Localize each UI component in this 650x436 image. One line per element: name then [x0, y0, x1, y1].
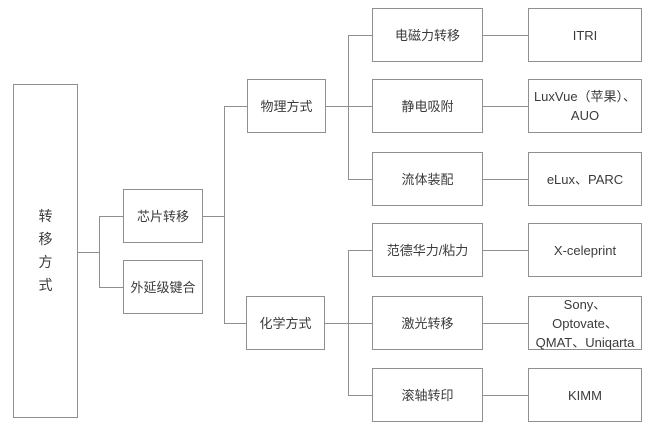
connector-line [224, 323, 246, 324]
connector-line [483, 35, 528, 36]
node-label: eLux、PARC [546, 171, 624, 187]
node-company-kimm: KIMM [528, 368, 642, 422]
connector-line [224, 106, 247, 107]
node-root-transfer-method: 转移方式 [13, 84, 78, 418]
node-chemical-method: 化学方式 [246, 296, 325, 350]
connector-line [326, 106, 372, 107]
node-physical-method: 物理方式 [247, 79, 326, 133]
node-label: 转移方式 [38, 208, 53, 293]
node-label: LuxVue（苹果）、 AUO [533, 89, 637, 123]
node-electrostatic-adsorption: 静电吸附 [372, 79, 483, 133]
node-electromagnetic-transfer: 电磁力转移 [372, 8, 483, 62]
node-label: X-celeprint [553, 242, 617, 258]
node-laser-transfer: 激光转移 [372, 296, 483, 350]
node-label: 滚轴转印 [401, 387, 454, 403]
node-company-elux-parc: eLux、PARC [528, 152, 642, 206]
node-company-x-celeprint: X-celeprint [528, 223, 642, 277]
connector-line [348, 250, 349, 396]
connector-line [348, 250, 372, 251]
node-chip-transfer: 芯片转移 [123, 189, 203, 243]
connector-line [203, 216, 224, 217]
connector-line [483, 106, 528, 107]
node-label: 芯片转移 [136, 208, 189, 224]
node-label: 化学方式 [259, 315, 312, 331]
node-label: ITRI [572, 27, 598, 43]
connector-line [483, 395, 528, 396]
node-label: 流体装配 [401, 171, 454, 187]
connector-line [483, 323, 528, 324]
node-label: 激光转移 [401, 315, 454, 331]
node-label: KIMM [568, 387, 602, 403]
connector-line [348, 395, 372, 396]
node-label: 外延级键合 [130, 279, 196, 295]
connector-line [348, 179, 372, 180]
node-roller-transfer: 滚轴转印 [372, 368, 483, 422]
connector-line [483, 250, 528, 251]
connector-line [99, 287, 123, 288]
connector-line [78, 252, 99, 253]
node-company-itri: ITRI [528, 8, 642, 62]
node-epitaxial-bonding: 外延级键合 [123, 260, 203, 314]
connector-line [99, 216, 100, 288]
node-label: Sony、Optovate、 QMAT、Uniqarta [535, 296, 635, 350]
connector-line [348, 35, 349, 180]
connector-line [224, 106, 225, 324]
node-company-sony-optovate-qmat-uniqarta: Sony、Optovate、 QMAT、Uniqarta [528, 296, 642, 350]
node-label: 电磁力转移 [394, 27, 460, 43]
node-label: 静电吸附 [401, 98, 454, 114]
node-van-der-waals-adhesion: 范德华力/粘力 [372, 223, 483, 277]
node-company-luxvue-auo: LuxVue（苹果）、 AUO [528, 79, 642, 133]
connector-line [483, 179, 528, 180]
connector-line [99, 216, 123, 217]
node-fluid-assembly: 流体装配 [372, 152, 483, 206]
connector-line [348, 35, 372, 36]
node-label: 物理方式 [260, 98, 313, 114]
node-label: 范德华力/粘力 [386, 242, 469, 258]
